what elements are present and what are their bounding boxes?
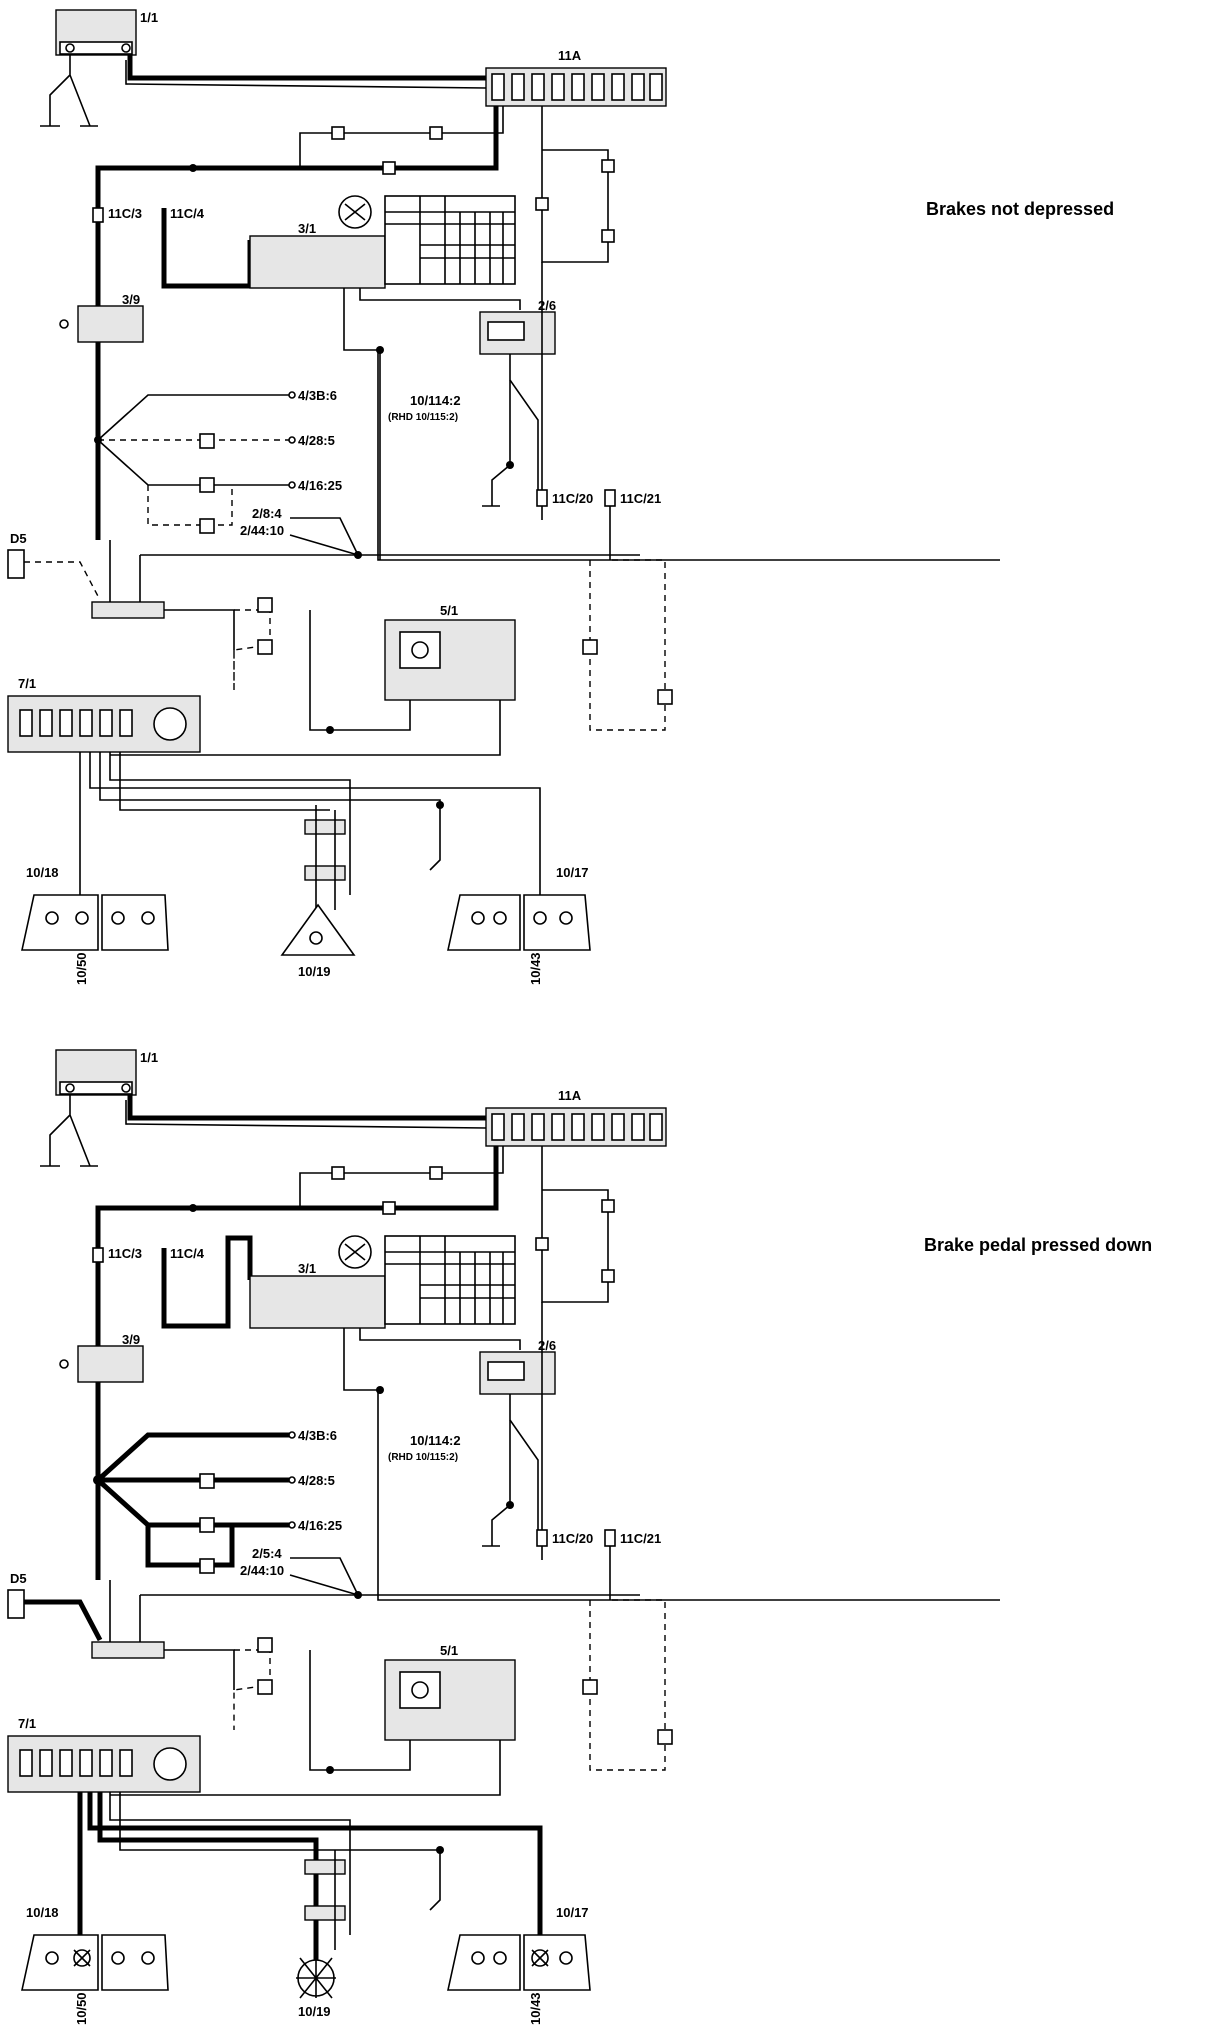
ignition-truth-table-bottom [384,1235,516,1325]
label-4-3B-bottom: 4/3B:6 [298,1428,337,1443]
panel-brakes-not-depressed: 1/1 11A 11C/3 11C/4 [7,9,1000,985]
label-4-16-top: 4/16:25 [298,478,342,493]
label-10-114-bottom: 10/114:2 [410,1433,461,1448]
connector-10-19-bottom-b [304,1905,346,1921]
connector-block-bottom [91,1641,165,1659]
label-11C20-bottom: 11C/20 [552,1531,593,1546]
label-11C4-bottom: 11C/4 [170,1246,205,1261]
label-10-114-top: 10/114:2 [410,393,461,408]
connector-10-19-top-a [304,819,346,835]
label-11C4-top: 11C/4 [170,206,205,221]
label-10-43-top: 10/43 [528,952,543,985]
panel-brake-pedal-pressed-down: 1/1 11A 11C/3 11C/4 3/1 [7,1049,1000,2025]
label-2-44-top: 2/44:10 [240,523,284,538]
component-d5-bottom [7,1589,25,1619]
label-10-50-bottom: 10/50 [74,1992,89,2025]
label-d5-top: D5 [10,531,27,546]
label-5-1-top: 5/1 [440,603,458,618]
lamp-10-17-top-right [523,894,591,951]
label-5-1-bottom: 5/1 [440,1643,458,1658]
label-10-17-top: 10/17 [556,865,589,880]
component-3-9 [77,305,144,343]
label-4-28-bottom: 4/28:5 [298,1473,335,1488]
label-11C21-bottom: 11C/21 [620,1531,661,1546]
lamp-10-17-bottom-right [523,1934,591,1991]
label-3-9-top: 3/9 [122,292,140,307]
label-rhd-top: (RHD 10/115:2) [388,412,458,423]
component-3-1-ignition-switch [249,235,386,289]
connector-10-19-bottom-a [304,1859,346,1875]
caption-brakes-not-depressed: Brakes not depressed [926,199,1115,219]
label-1-1: 1/1 [140,10,158,25]
label-10-19-top: 10/19 [298,964,331,979]
component-3-9-bottom [77,1345,144,1383]
connector-10-19-top-b [304,865,346,881]
label-3-1-top: 3/1 [298,221,316,236]
label-7-1-top: 7/1 [18,676,36,691]
label-rhd-bottom: (RHD 10/115:2) [388,1452,458,1463]
label-11C3-top: 11C/3 [108,206,142,221]
label-10-43-bottom: 10/43 [528,1992,543,2025]
label-11C20-top: 11C/20 [552,491,593,506]
label-10-18-bottom: 10/18 [26,1905,59,1920]
label-10-50-top: 10/50 [74,952,89,985]
component-d5-top [7,549,25,579]
label-11A: 11A [558,48,582,63]
label-11A-bottom: 11A [558,1088,582,1103]
component-3-1-bottom [249,1275,386,1329]
label-3-1-bottom: 3/1 [298,1261,316,1276]
label-2-6-top: 2/6 [538,298,556,313]
connector-block-top [91,601,165,619]
ignition-truth-table [384,195,516,285]
lamp-10-18-top-left [21,894,99,951]
lamp-10-18-bottom-left [21,1934,99,1991]
lamp-10-18-bottom-right [101,1934,169,1991]
label-d5-bottom: D5 [10,1571,27,1586]
label-7-1-bottom: 7/1 [18,1716,36,1731]
lamp-10-17-top-left [447,894,521,951]
label-4-16-bottom: 4/16:25 [298,1518,342,1533]
lamp-10-19-top [280,903,356,956]
label-1-1-bottom: 1/1 [140,1050,158,1065]
label-2-5-4-bottom: 2/5:4 [252,1546,282,1561]
label-2-6-bottom: 2/6 [538,1338,556,1353]
label-2-8-4-top: 2/8:4 [252,506,282,521]
label-4-28-top: 4/28:5 [298,433,335,448]
lamp-10-17-bottom-left [447,1934,521,1991]
label-11C3-bottom: 11C/3 [108,1246,142,1261]
label-10-17-bottom: 10/17 [556,1905,589,1920]
label-10-18-top: 10/18 [26,865,59,880]
lamp-10-18-top-right [101,894,169,951]
label-11C21-top: 11C/21 [620,491,661,506]
label-10-19-bottom: 10/19 [298,2004,331,2019]
label-3-9-bottom: 3/9 [122,1332,140,1347]
label-2-44-bottom: 2/44:10 [240,1563,284,1578]
label-4-3B-top: 4/3B:6 [298,388,337,403]
caption-brake-pedal-pressed-down: Brake pedal pressed down [924,1235,1153,1255]
